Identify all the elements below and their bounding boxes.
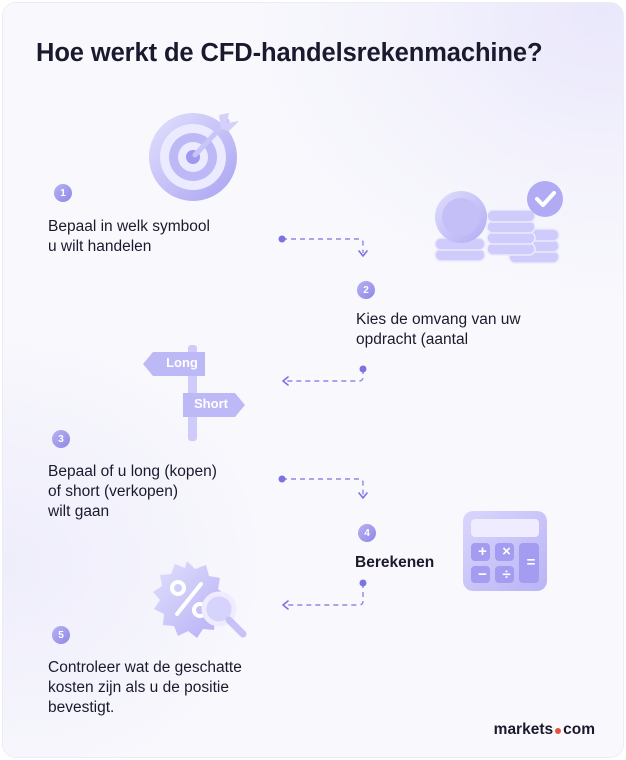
connector-2-3 <box>285 369 364 382</box>
calc-key-plus: + <box>478 543 487 560</box>
signpost-long-label: Long <box>166 355 198 370</box>
step-3-badge: 3 <box>52 430 70 448</box>
step-2-badge: 2 <box>357 281 375 299</box>
coins-check-icon <box>431 177 571 274</box>
signpost-icon: Long Short <box>139 343 251 448</box>
calc-key-divide: ÷ <box>502 566 511 583</box>
step-5-badge: 5 <box>52 626 70 644</box>
step-4-badge: 4 <box>358 524 376 542</box>
step-4-text: Berekenen <box>355 554 435 571</box>
flow-connectors <box>278 235 368 610</box>
page-title: Hoe werkt de CFD-handelsrekenmachine? <box>36 39 543 67</box>
target-icon <box>143 111 243 208</box>
step-1-text: Bepaal in welk symbool u wilt handelen <box>48 218 210 255</box>
calc-key-equals: = <box>526 554 536 571</box>
step-1-badge: 1 <box>54 184 72 202</box>
step-2-text: Kies de omvang van uw opdracht (aantal <box>356 311 521 348</box>
logo-dot-icon <box>555 728 562 734</box>
calc-key-minus: − <box>478 566 487 583</box>
calc-key-multiply: × <box>502 543 511 560</box>
connector-1-2 <box>282 238 364 253</box>
discount-badge-icon <box>147 559 251 648</box>
step-3-text: Bepaal of u long (kopen) of short (verko… <box>48 463 217 520</box>
connector-4-5 <box>285 583 364 606</box>
signpost-short-label: Short <box>194 396 228 411</box>
connector-3-4 <box>282 478 364 495</box>
step-5-text: Controleer wat de geschatte kosten zijn … <box>48 659 242 716</box>
calculator-icon: + × = − ÷ <box>461 509 549 598</box>
